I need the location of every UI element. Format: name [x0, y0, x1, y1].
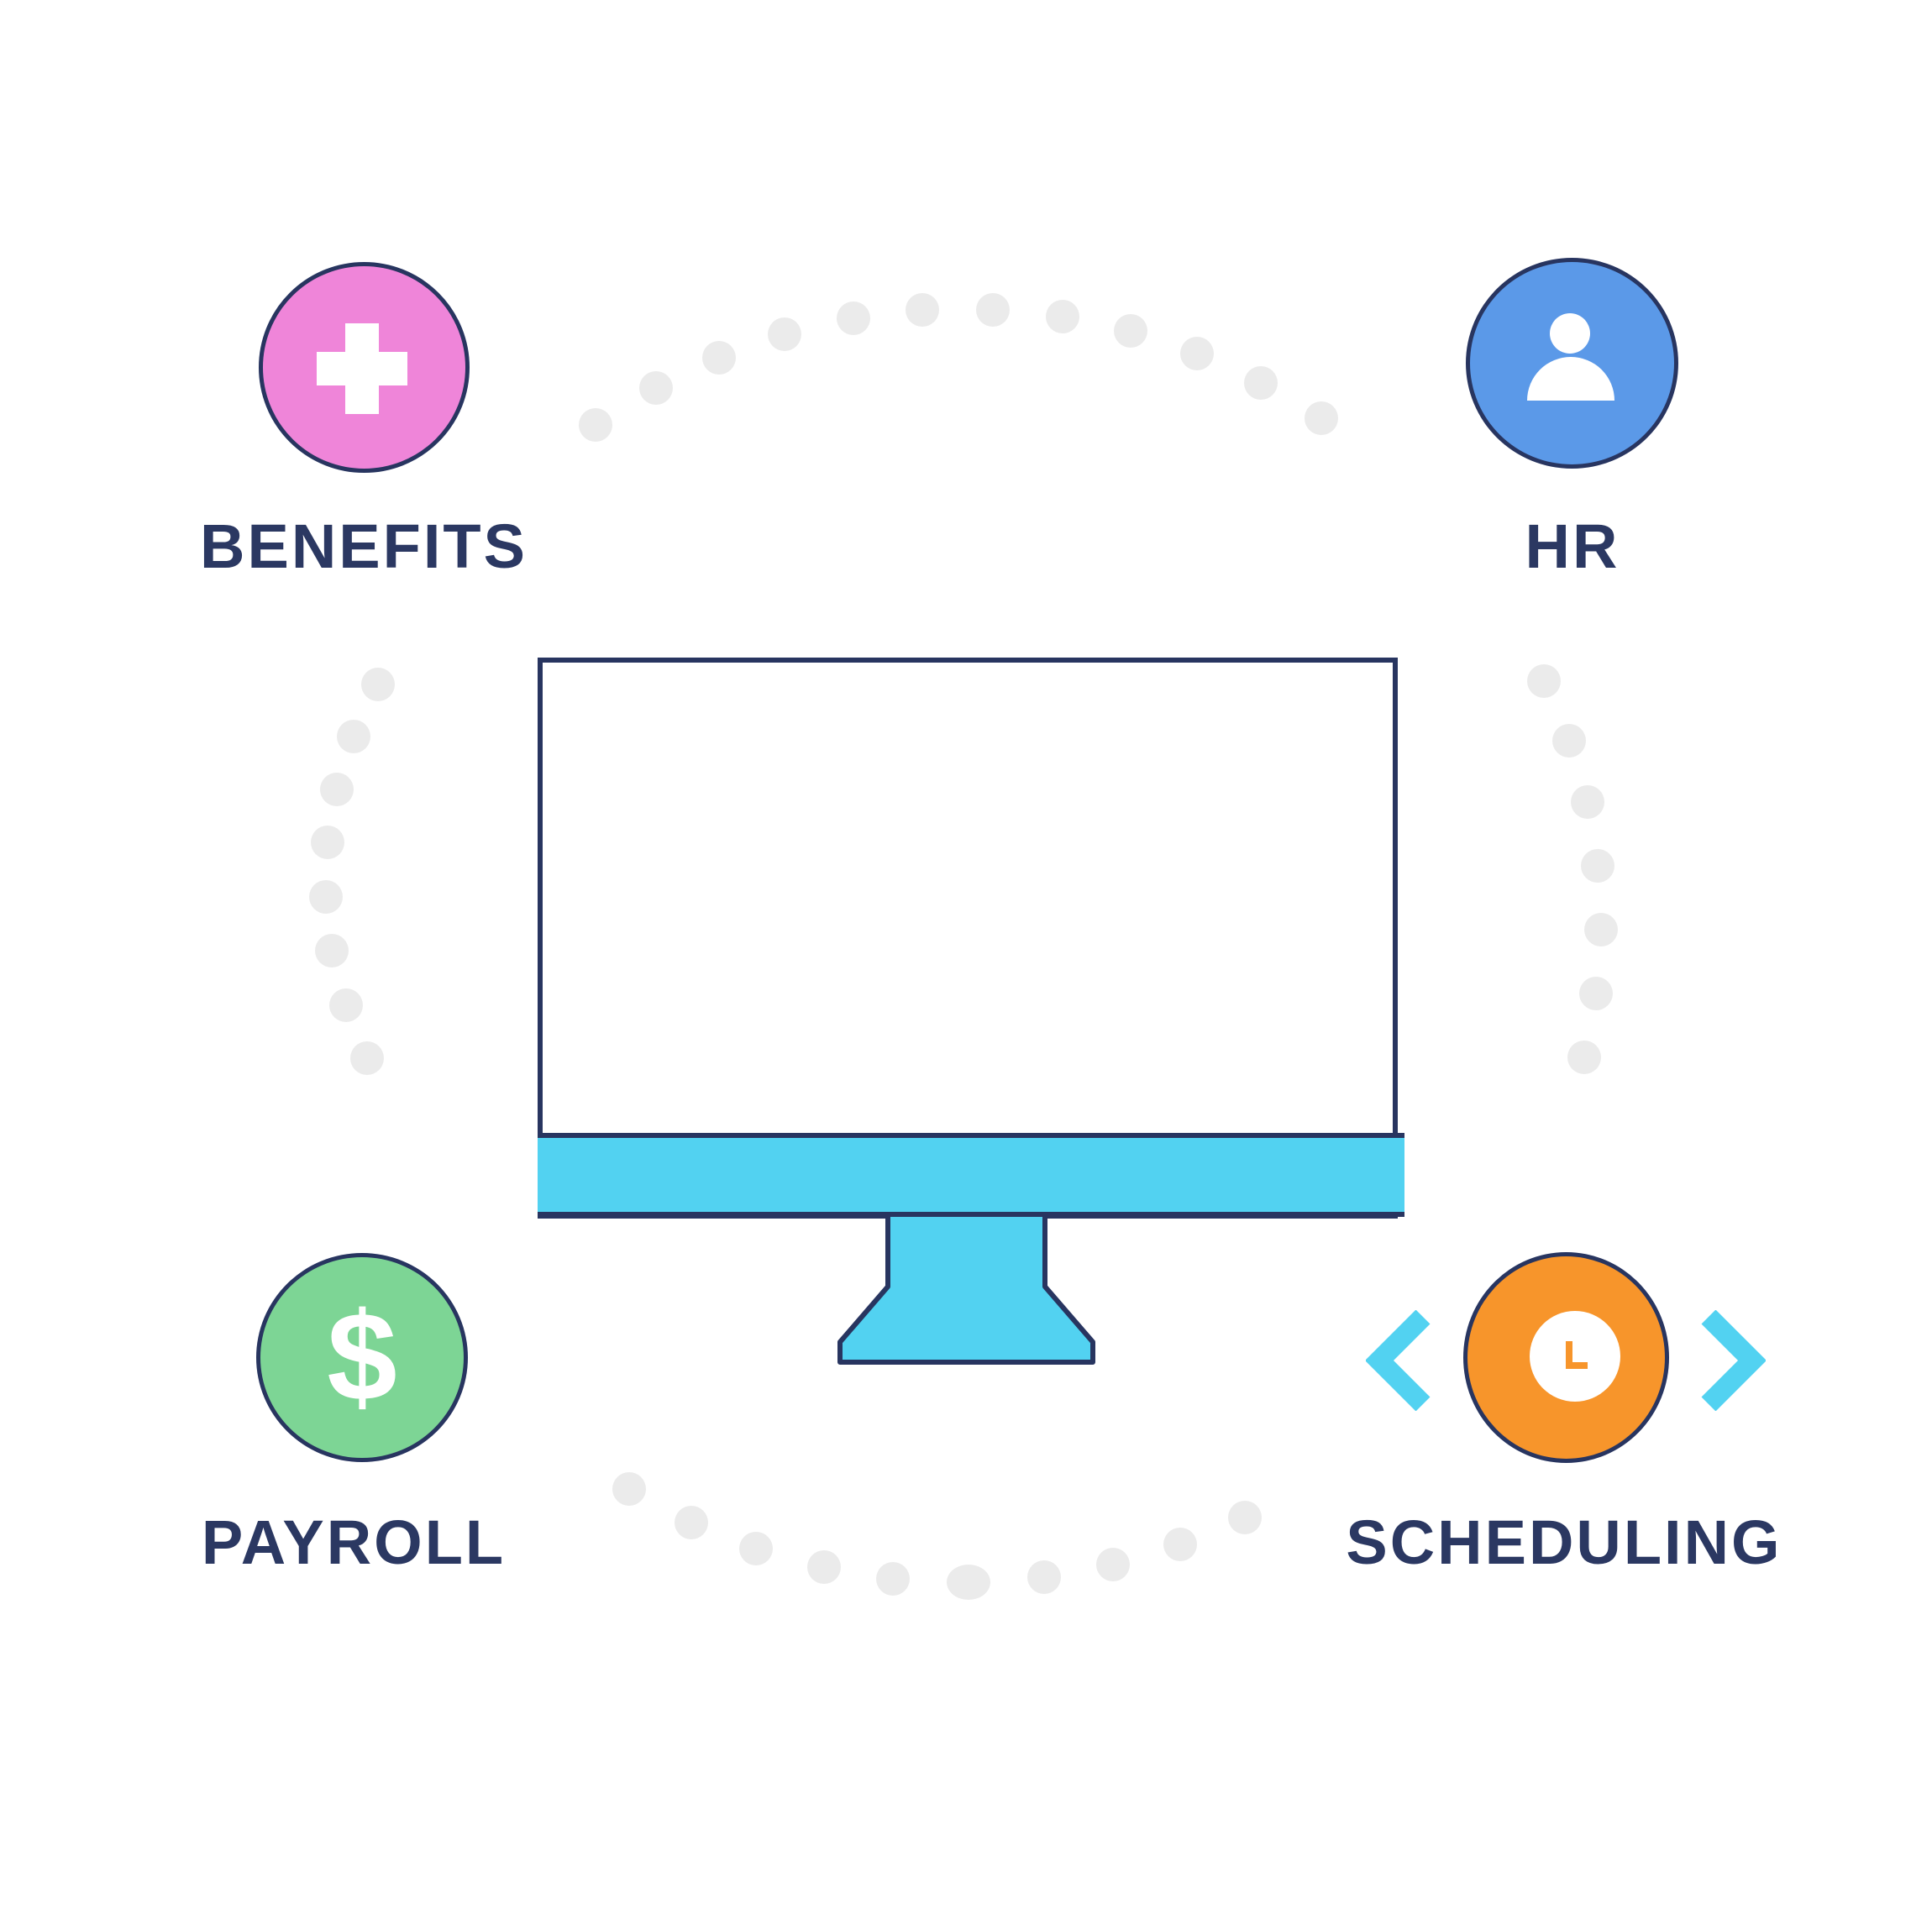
chevron-right-icon[interactable] — [1700, 1310, 1766, 1411]
benefits-label: BENEFITS — [200, 511, 528, 581]
hr-label: HR — [1525, 511, 1620, 581]
payroll-badge[interactable] — [256, 1253, 468, 1462]
payroll-label: PAYROLL — [201, 1507, 507, 1577]
monitor-stand — [837, 1213, 1095, 1365]
person-icon — [1527, 313, 1614, 401]
chevron-left-icon[interactable] — [1366, 1310, 1431, 1411]
scheduling-label: SCHEDULING — [1346, 1507, 1782, 1577]
dollar-sign-icon: $ — [327, 1286, 397, 1427]
monitor-screen — [538, 658, 1398, 1219]
monitor-bezel — [538, 1133, 1404, 1217]
clock-icon — [1530, 1311, 1620, 1402]
medical-cross-icon — [317, 323, 407, 414]
